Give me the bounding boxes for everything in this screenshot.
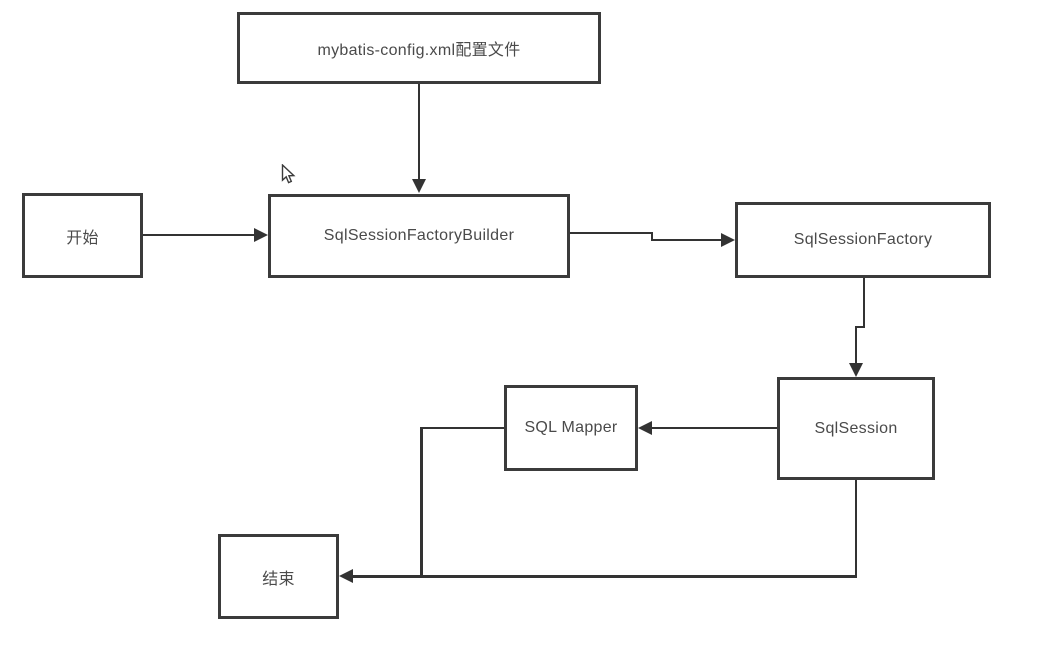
mouse-cursor-icon — [281, 164, 296, 184]
edge-session-end-arrowhead-icon — [339, 569, 353, 584]
edge-config-builder-arrowhead-icon — [411, 179, 426, 193]
edge-builder-factory-line — [650, 231, 653, 241]
edge-factory-session-arrowhead-icon — [848, 363, 863, 377]
edge-factory-session-line — [862, 278, 865, 328]
node-end-label: 结束 — [262, 570, 295, 588]
edge-factory-session-line — [854, 325, 865, 328]
edge-mapper-end-line — [420, 426, 423, 578]
node-sqlsessionfactorybuilder-label: SqlSessionFactoryBuilder — [323, 227, 515, 244]
edge-session-mapper-line — [650, 426, 777, 430]
node-sqlsessionfactory: SqlSessionFactory — [735, 202, 991, 278]
node-sqlsession: SqlSession — [777, 377, 935, 480]
edge-mapper-end-line — [420, 426, 504, 430]
edge-start-builder-line — [143, 233, 256, 236]
edge-session-mapper-arrowhead-icon — [638, 421, 652, 435]
edge-builder-factory-line — [650, 238, 722, 241]
node-sqlsessionfactorybuilder: SqlSessionFactoryBuilder — [268, 194, 570, 278]
node-sqlsession-label: SqlSession — [814, 419, 898, 437]
edge-builder-factory-arrowhead-icon — [721, 232, 735, 247]
node-sql-mapper-label: SQL Mapper — [524, 419, 618, 436]
node-start-label: 开始 — [66, 229, 99, 247]
node-mybatis-config: mybatis-config.xml配置文件 — [237, 12, 601, 84]
node-sqlsessionfactory-label: SqlSessionFactory — [793, 231, 933, 248]
edge-config-builder-line — [417, 84, 420, 181]
edge-session-end-line — [854, 480, 857, 578]
edge-builder-factory-line — [570, 231, 653, 234]
edge-session-end-line — [350, 575, 857, 578]
node-end: 结束 — [218, 534, 339, 619]
node-mybatis-config-label: mybatis-config.xml配置文件 — [317, 42, 521, 59]
edge-factory-session-line — [854, 325, 857, 366]
node-start: 开始 — [22, 193, 143, 278]
node-sql-mapper: SQL Mapper — [504, 385, 638, 471]
edge-start-builder-arrowhead-icon — [254, 227, 268, 242]
